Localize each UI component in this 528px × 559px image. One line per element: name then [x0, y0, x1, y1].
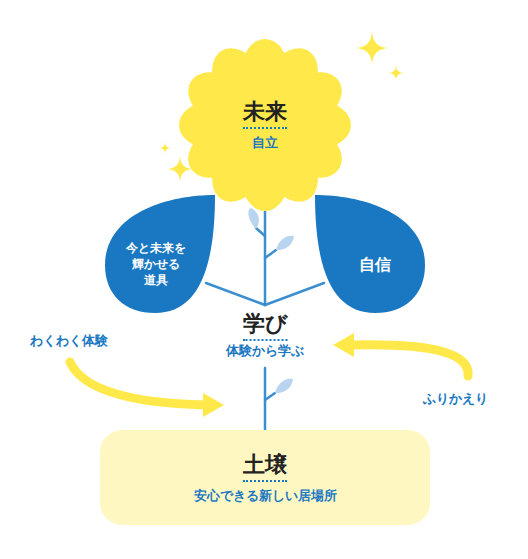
- stem: [206, 205, 324, 432]
- leaf-node: 今と未来を 輝かせる 道具: [105, 195, 215, 313]
- flower-node: 未来自立: [175, 35, 355, 215]
- flow-arrow: [70, 333, 468, 417]
- flower-shape: [175, 35, 355, 215]
- arrow-label: わくわく体験: [30, 333, 108, 349]
- node-subtext: 自立: [252, 135, 278, 151]
- node-heading: 今と未来を 輝かせる 道具: [124, 240, 188, 289]
- leaf-shape: [315, 195, 425, 313]
- section-subtext: 体験から学ぶ: [226, 343, 304, 359]
- node-heading: 土壌: [243, 452, 287, 482]
- soil-band: 土壌安心できる新しい居場所: [100, 430, 430, 525]
- node-heading: 未来: [243, 99, 287, 129]
- leaf-node: 自信: [315, 195, 425, 313]
- small-leaf: [248, 208, 294, 393]
- section-heading: 学び: [243, 311, 288, 341]
- node-heading: 自信: [359, 255, 391, 276]
- node-subtext: 安心できる新しい居場所: [194, 488, 337, 504]
- arrow-label: ふりかえり: [423, 391, 488, 407]
